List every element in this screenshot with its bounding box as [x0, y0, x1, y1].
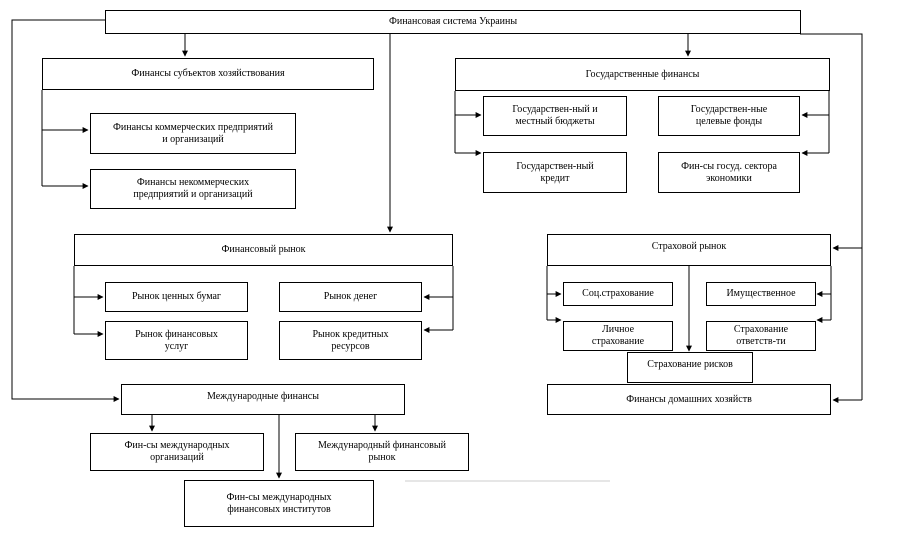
enterprise-finance-box: Финансы субъектов хозяйствования [42, 58, 374, 90]
liability-insurance-label: Страхование ответств-ти [733, 324, 789, 347]
state-finance-box: Государственные финансы [455, 58, 830, 91]
intl-orgs-label: Фин-сы международных организаций [124, 440, 230, 463]
insurance-market-label: Страховой рынок [651, 241, 727, 252]
intl-institutions-label: Фин-сы международных финансовых институт… [226, 491, 332, 515]
intl-institutions-box: Фин-сы международных финансовых институт… [184, 480, 374, 527]
state-credit-label: Государствен-ный кредит [516, 160, 594, 184]
households-label: Финансы домашних хозяйств [626, 393, 752, 405]
international-box: Международные финансы [121, 384, 405, 415]
personal-insurance-label: Личное страхование [591, 324, 645, 347]
property-insurance-box: Имущественное [706, 282, 816, 306]
international-label: Международные финансы [207, 391, 319, 402]
commercial-box: Финансы коммерческих предприятий и орган… [90, 113, 296, 154]
budgets-box: Государствен-ный и местный бюджеты [483, 96, 627, 136]
money-market-box: Рынок денег [279, 282, 422, 312]
intl-orgs-box: Фин-сы международных организаций [90, 433, 264, 471]
social-insurance-box: Соц.страхование [563, 282, 673, 306]
state-sector-box: Фин-сы госуд. сектора экономики [658, 152, 800, 193]
personal-insurance-box: Личное страхование [563, 321, 673, 351]
root-label: Финансовая система Украины [388, 16, 518, 27]
state-credit-box: Государствен-ный кредит [483, 152, 627, 193]
commercial-label: Финансы коммерческих предприятий и орган… [112, 121, 274, 145]
target-funds-box: Государствен-ные целевые фонды [658, 96, 800, 136]
property-insurance-label: Имущественное [726, 288, 796, 299]
services-box: Рынок финансовых услуг [105, 321, 248, 360]
money-market-label: Рынок денег [323, 291, 378, 302]
state-sector-label: Фин-сы госуд. сектора экономики [681, 160, 777, 184]
securities-box: Рынок ценных бумаг [105, 282, 248, 312]
insurance-market-box: Страховой рынок [547, 234, 831, 266]
households-box: Финансы домашних хозяйств [547, 384, 831, 415]
target-funds-label: Государствен-ные целевые фонды [690, 104, 768, 127]
financial-market-box: Финансовый рынок [74, 234, 453, 266]
credit-resources-box: Рынок кредитных ресурсов [279, 321, 422, 360]
intl-market-label: Международный финансовый рынок [318, 440, 446, 463]
noncommercial-label: Финансы некоммерческих предприятий и орг… [133, 177, 253, 200]
state-finance-label: Государственные финансы [585, 68, 700, 80]
connector-root-right [800, 33, 863, 400]
budgets-label: Государствен-ный и местный бюджеты [512, 104, 598, 127]
services-label: Рынок финансовых услуг [135, 328, 218, 352]
risk-insurance-label: Страхование рисков [647, 359, 733, 370]
social-insurance-label: Соц.страхование [582, 288, 654, 299]
noncommercial-box: Финансы некоммерческих предприятий и орг… [90, 169, 296, 209]
liability-insurance-box: Страхование ответств-ти [706, 321, 816, 351]
risk-insurance-box: Страхование рисков [627, 352, 753, 383]
connector-root-international [11, 19, 120, 402]
root-box: Финансовая система Украины [105, 10, 801, 34]
enterprise-finance-label: Финансы субъектов хозяйствования [131, 68, 285, 79]
intl-market-box: Международный финансовый рынок [295, 433, 469, 471]
financial-market-label: Финансовый рынок [221, 244, 306, 255]
securities-label: Рынок ценных бумаг [131, 291, 222, 302]
credit-resources-label: Рынок кредитных ресурсов [312, 328, 389, 352]
